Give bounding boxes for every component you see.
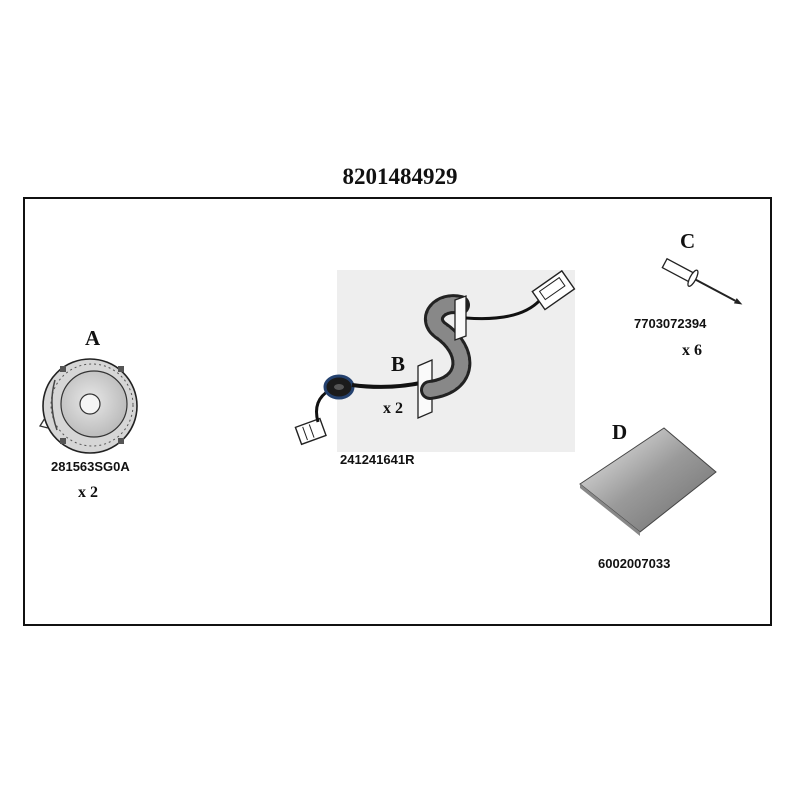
part-d-letter: D: [612, 420, 628, 444]
part-c-letter: C: [680, 229, 696, 253]
kit-frame: [23, 197, 772, 626]
speaker-icon: [38, 358, 138, 454]
foam-pad-icon: [579, 427, 717, 536]
part-b-qty: x 2: [383, 400, 403, 417]
part-a-number: 281563SG0A: [51, 459, 130, 474]
part-b-number: 241241641R: [340, 452, 415, 467]
part-a-qty: x 2: [78, 484, 98, 501]
rivet-icon: [661, 257, 743, 305]
part-c-qty: x 6: [682, 342, 702, 359]
kit-part-number: 8201484929: [342, 164, 458, 189]
part-b-letter: B: [391, 352, 406, 376]
wiring-harness-icon: [294, 269, 576, 452]
part-d-number: 6002007033: [598, 556, 671, 571]
part-c-number: 7703072394: [634, 316, 707, 331]
part-a-letter: A: [85, 326, 101, 350]
